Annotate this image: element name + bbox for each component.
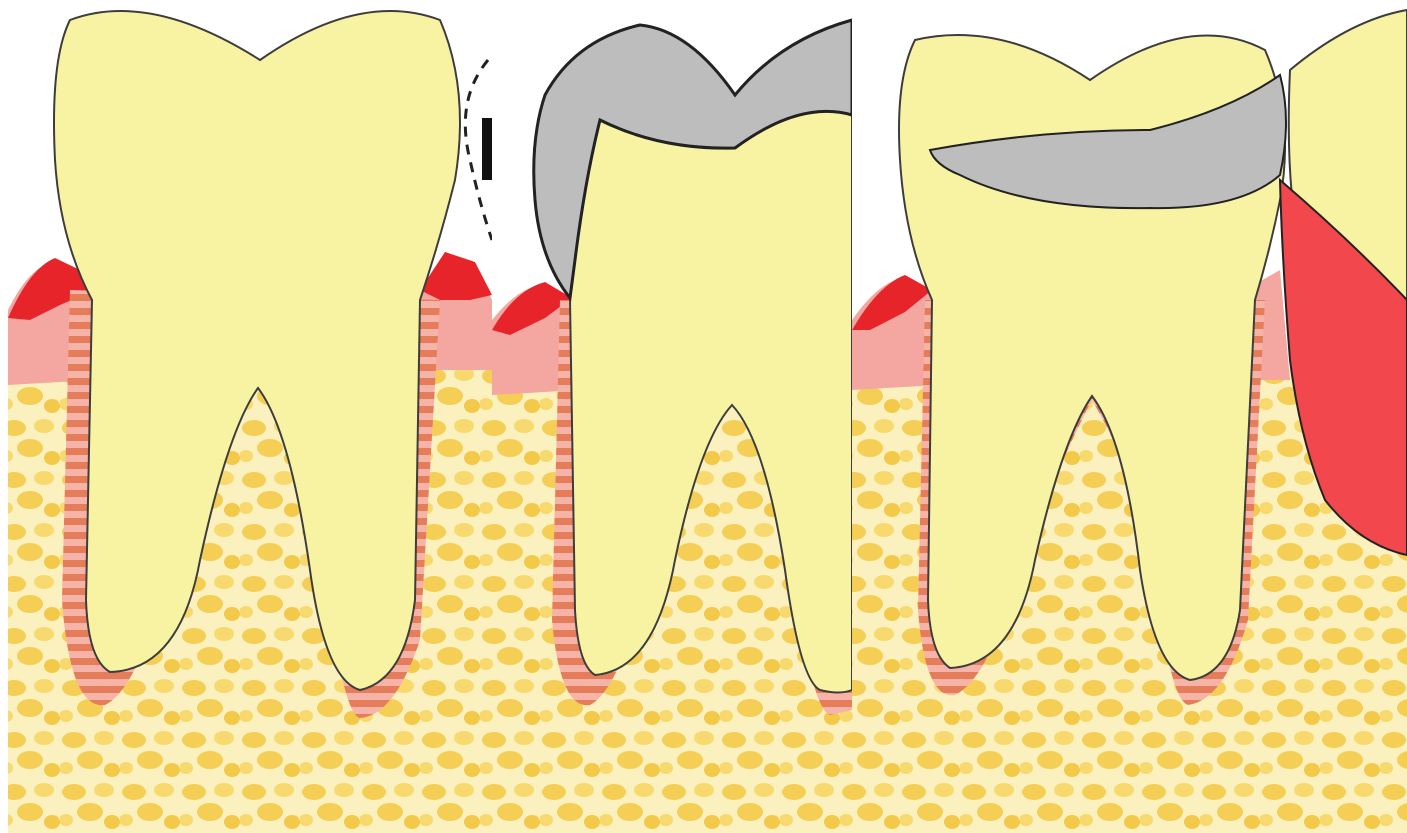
panel-1: [0, 0, 492, 833]
panel-2: [492, 0, 852, 833]
text-fragment-1: [482, 118, 492, 180]
panel-3: [852, 0, 1407, 833]
